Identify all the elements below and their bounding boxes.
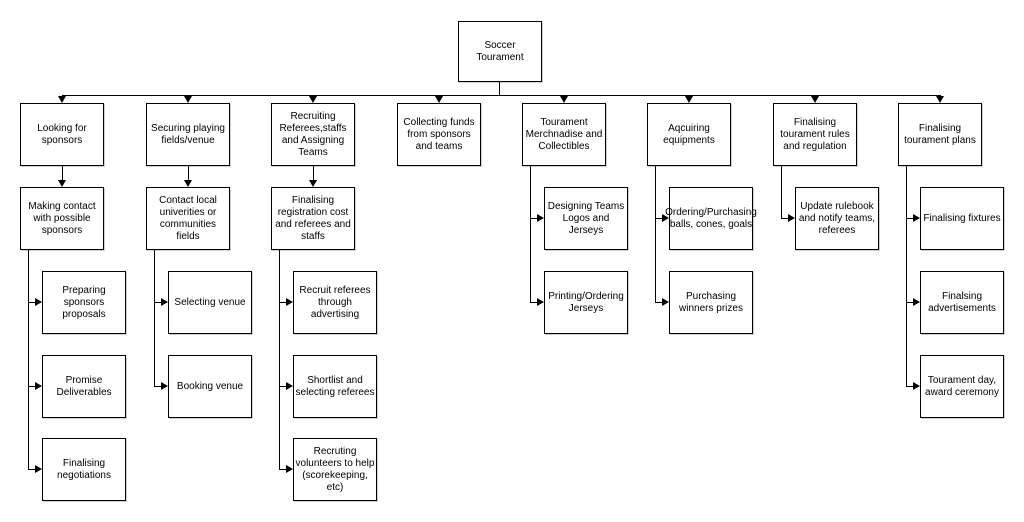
connector-col8-branch3 bbox=[906, 386, 913, 387]
arrowhead-down-col4 bbox=[435, 96, 443, 103]
arrowhead-right-col8-sub2 bbox=[913, 298, 920, 306]
arrowhead-down-col2 bbox=[184, 96, 192, 103]
node-update-rulebook[interactable]: Update rulebook and notify teams, refere… bbox=[795, 187, 879, 250]
arrowhead-right-col1-sub1 bbox=[35, 298, 42, 306]
node-booking-venue[interactable]: Booking venue bbox=[168, 355, 252, 418]
node-purchasing-prizes[interactable]: Purchasing winners prizes bbox=[669, 271, 753, 334]
connector-col3-branch1 bbox=[279, 302, 286, 303]
arrowhead-down-col1-child bbox=[58, 180, 66, 187]
node-collecting-funds[interactable]: Collecting funds from sponsors and teams bbox=[397, 103, 481, 166]
node-shortlist-referees[interactable]: Shortlist and selecting referees bbox=[293, 355, 377, 418]
connector-col6-branch1 bbox=[655, 218, 662, 219]
arrowhead-down-col3 bbox=[309, 96, 317, 103]
connector-col5-branch2 bbox=[530, 302, 537, 303]
arrowhead-right-col2-sub2 bbox=[161, 382, 168, 390]
arrowhead-right-col1-sub3 bbox=[35, 465, 42, 473]
arrowhead-right-col8-sub1 bbox=[913, 214, 920, 222]
connector-col6-drop bbox=[655, 166, 656, 303]
connector-col5-branch1 bbox=[530, 218, 537, 219]
arrowhead-right-col6-sub1 bbox=[662, 214, 669, 222]
arrowhead-right-col3-sub2 bbox=[286, 382, 293, 390]
node-selecting-venue[interactable]: Selecting venue bbox=[168, 271, 252, 334]
connector-col2-drop bbox=[154, 250, 155, 387]
connector-root-stub bbox=[499, 82, 500, 95]
connector-col8-branch1 bbox=[906, 218, 913, 219]
connector-col2-branch2 bbox=[154, 386, 161, 387]
arrowhead-right-col3-sub3 bbox=[286, 465, 293, 473]
node-ordering-purchasing-equipment[interactable]: Ordering/Purchasing balls, cones, goals bbox=[665, 187, 757, 250]
connector-col5-drop bbox=[530, 166, 531, 303]
arrowhead-right-col7-sub1 bbox=[788, 214, 795, 222]
connector-col8-branch2 bbox=[906, 302, 913, 303]
node-contact-local-universities[interactable]: Contact local univerities or communities… bbox=[146, 187, 230, 250]
arrowhead-down-col8 bbox=[936, 96, 944, 103]
node-making-contact-sponsors[interactable]: Making contact with possible sponsors bbox=[20, 187, 104, 250]
connector-col1-drop bbox=[28, 250, 29, 470]
node-finalising-registration[interactable]: Finalising registration cost and referee… bbox=[271, 187, 355, 250]
connector-col1-child bbox=[62, 166, 63, 180]
connector-col1-branch1 bbox=[28, 302, 35, 303]
arrowhead-right-col8-sub3 bbox=[913, 382, 920, 390]
arrowhead-right-col5-sub1 bbox=[537, 214, 544, 222]
node-recruit-referees-advertising[interactable]: Recruit referees through advertising bbox=[293, 271, 377, 334]
connector-col7-drop bbox=[781, 166, 782, 219]
node-finalising-advertisements[interactable]: Finalsing advertisements bbox=[920, 271, 1004, 334]
arrowhead-right-col2-sub1 bbox=[161, 298, 168, 306]
connector-col7-branch1 bbox=[781, 218, 788, 219]
connector-col3-drop bbox=[279, 250, 280, 470]
node-recruiting-volunteers[interactable]: Recruting volunteers to help (scorekeepi… bbox=[293, 438, 377, 501]
connector-col2-child bbox=[188, 166, 189, 180]
arrowhead-right-col1-sub2 bbox=[35, 382, 42, 390]
node-tournament-plans[interactable]: Finalising tourament plans bbox=[898, 103, 982, 166]
connector-col6-branch2 bbox=[655, 302, 662, 303]
node-merchandise-collectibles[interactable]: Tourament Merchnadise and Collectibles bbox=[522, 103, 606, 166]
arrowhead-right-col6-sub2 bbox=[662, 298, 669, 306]
connector-col1-branch3 bbox=[28, 469, 35, 470]
node-finalising-fixtures[interactable]: Finalising fixtures bbox=[920, 187, 1004, 250]
node-designing-logos-jerseys[interactable]: Designing Teams Logos and Jerseys bbox=[544, 187, 628, 250]
arrowhead-down-col2-child bbox=[184, 180, 192, 187]
arrowhead-right-col5-sub2 bbox=[537, 298, 544, 306]
arrowhead-down-col6 bbox=[685, 96, 693, 103]
connector-col8-drop bbox=[906, 166, 907, 387]
arrowhead-down-col7 bbox=[811, 96, 819, 103]
node-preparing-proposals[interactable]: Preparing sponsors proposals bbox=[42, 271, 126, 334]
connector-col2-branch1 bbox=[154, 302, 161, 303]
node-finalising-negotiations[interactable]: Finalising negotiations bbox=[42, 438, 126, 501]
node-securing-fields-venue[interactable]: Securing playing fields/venue bbox=[146, 103, 230, 166]
node-promise-deliverables[interactable]: Promise Deliverables bbox=[42, 355, 126, 418]
node-rules-regulation[interactable]: Finalising tourament rules and regulatio… bbox=[773, 103, 857, 166]
node-acquiring-equipments[interactable]: Aqcuiring equipments bbox=[647, 103, 731, 166]
connector-col3-child bbox=[313, 166, 314, 180]
node-tournament-day-ceremony[interactable]: Tourament day, award ceremony bbox=[920, 355, 1004, 418]
connector-col1-branch2 bbox=[28, 386, 35, 387]
connector-col3-branch3 bbox=[279, 469, 286, 470]
connector-trunk bbox=[62, 95, 941, 96]
arrowhead-down-col1 bbox=[58, 96, 66, 103]
node-looking-for-sponsors[interactable]: Looking for sponsors bbox=[20, 103, 104, 166]
arrowhead-right-col3-sub1 bbox=[286, 298, 293, 306]
node-printing-ordering-jerseys[interactable]: Printing/Ordering Jerseys bbox=[544, 271, 628, 334]
arrowhead-down-col5 bbox=[560, 96, 568, 103]
node-recruiting-referees[interactable]: Recruiting Referees,staffs and Assigning… bbox=[271, 103, 355, 166]
arrowhead-down-col3-child bbox=[309, 180, 317, 187]
node-soccer-tournament[interactable]: Soccer Tourament bbox=[458, 21, 542, 82]
connector-col3-branch2 bbox=[279, 386, 286, 387]
